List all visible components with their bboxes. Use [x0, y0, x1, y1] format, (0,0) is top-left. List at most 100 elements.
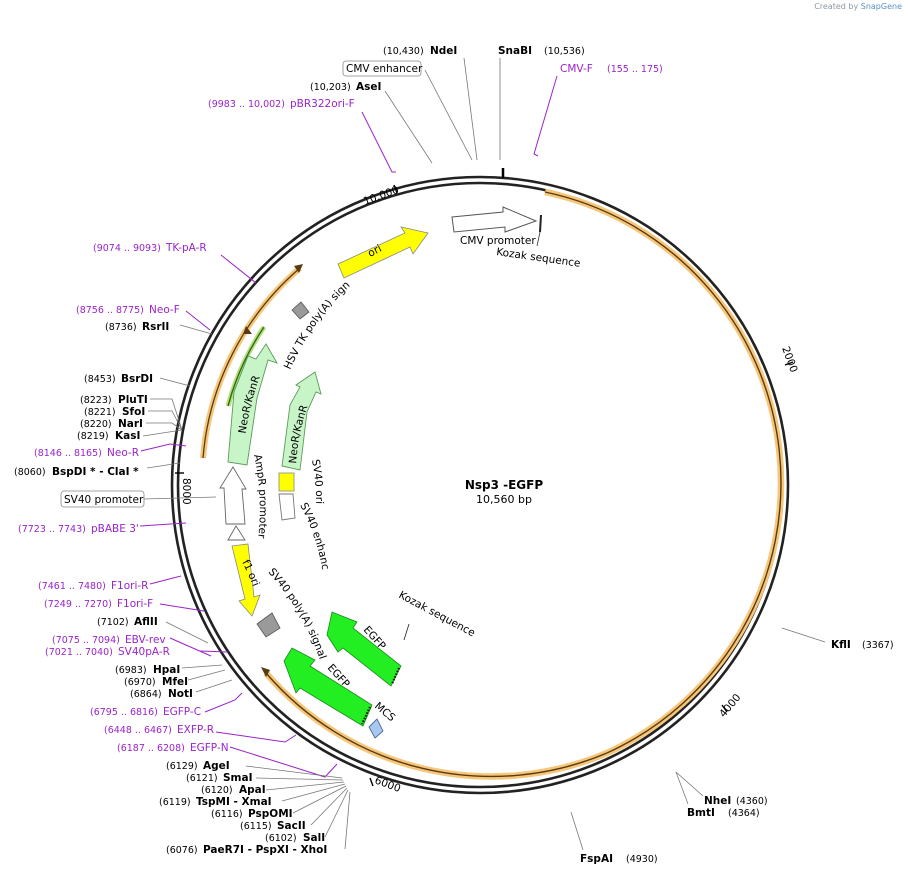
sacii-pos: (6115): [240, 821, 272, 832]
hpai-pos: (6983): [115, 665, 147, 676]
fspai-pos: (4930): [626, 854, 658, 865]
sv40-ori-box[interactable]: [278, 472, 295, 492]
hpai-name: HpaI: [153, 664, 180, 676]
sv40-polya-box[interactable]: [256, 612, 281, 638]
ampr-promoter-arrow[interactable]: [219, 466, 247, 525]
egfpc-leader: [204, 692, 243, 713]
rsrii-leader: [179, 324, 213, 335]
bmti-pos: (4364): [728, 808, 760, 819]
nhei-name: NheI: [704, 795, 731, 807]
apai-pos: (6120): [201, 785, 233, 796]
egfp-lower-arrow[interactable]: [283, 647, 373, 727]
f1orif-leader: [159, 603, 205, 612]
smai-name: SmaI: [223, 772, 253, 784]
sv40-enhancer-box[interactable]: [278, 493, 296, 521]
f1-ori-arrow[interactable]: [231, 543, 261, 617]
neor-kanr-inner-arrow[interactable]: [281, 371, 322, 471]
ori-arrow[interactable]: [337, 226, 429, 279]
neor-pos: (8146 .. 8165): [34, 448, 102, 459]
hsv-tk-polya-box[interactable]: [291, 301, 310, 320]
pbr322-pos: (9983 .. 10,002): [208, 99, 285, 110]
mcs-site-leaders: [245, 765, 351, 850]
smai-pos: (6121): [186, 773, 218, 784]
kasi-pos: (8219): [77, 431, 109, 442]
f1orir-leader: [149, 575, 182, 585]
tick-label-2000: 2000: [779, 345, 799, 374]
cmv-f-leader: [533, 75, 558, 157]
bsrdi-pos: (8453): [84, 374, 116, 385]
kasi-group-leaders: [142, 398, 183, 437]
orf-arc-right-core: [544, 191, 782, 754]
kfli-pos: (3367): [862, 640, 894, 651]
cmv-f-name: CMV-F: [560, 63, 593, 75]
mcs-box[interactable]: [368, 718, 384, 739]
orf-arc-left-arrow2: [243, 326, 252, 334]
orf-arc-bottom-arrow: [261, 667, 270, 677]
kozak-marker-mid: [403, 623, 410, 641]
ndei-name: NdeI: [430, 45, 457, 57]
kfli-leader: [781, 627, 826, 643]
sv40par-leader: [199, 650, 229, 653]
ampr-small-arrow[interactable]: [227, 525, 246, 541]
fspai-leader: [570, 811, 584, 851]
tick-marks: [175, 184, 794, 787]
cmv-enhancer-box[interactable]: [342, 60, 422, 77]
agei-pos: (6129): [166, 761, 198, 772]
credit-prefix: Created by: [814, 2, 859, 11]
egfpc-name: EGFP-C: [163, 706, 201, 718]
f1orif-pos: (7249 .. 7270): [44, 599, 112, 610]
rsrii-pos: (8736): [105, 322, 137, 333]
sacii-name: SacII: [277, 820, 306, 832]
nari-name: NarI: [118, 418, 143, 430]
sv40-ori-label: SV40 ori: [309, 458, 325, 504]
tick-label-8000: 8000: [180, 478, 192, 505]
nari-pos: (8220): [80, 419, 112, 430]
pspomi-pos: (6116): [211, 809, 243, 820]
snapgene-credit: Created by SnapGene: [814, 2, 902, 11]
cmv-promoter-arrow[interactable]: [451, 206, 538, 233]
asei-leader: [384, 90, 433, 164]
f1orif-name: F1ori-F: [117, 598, 153, 610]
egfp-lower-dots: [361, 706, 371, 725]
ebv-pos: (7075 .. 7094): [52, 635, 120, 646]
cmv-enhancer-label: CMV enhancer: [346, 63, 423, 75]
snabi-pos: (10,536): [544, 46, 585, 57]
ebv-leader: [169, 637, 212, 657]
sfoi-name: SfoI: [122, 406, 145, 418]
nhei-pos: (4360): [736, 796, 768, 807]
plutI-pos: (8223): [80, 395, 112, 406]
neor-orf-arc-core: [227, 326, 265, 407]
ebv-name: EBV-rev: [125, 634, 166, 646]
sv40-promoter-leader: [143, 496, 217, 500]
orf-arc-right: [544, 188, 785, 756]
bspdi-name: BspDI * - ClaI *: [52, 466, 139, 478]
bsrdi-name: BsrDI: [121, 373, 153, 385]
neor-kanr-outer-arrow[interactable]: [227, 343, 278, 466]
aflii-name: AflII: [134, 616, 158, 628]
pbabe-pos: (7723 .. 7743): [18, 524, 86, 535]
fspai-name: FspAI: [580, 853, 613, 865]
tick-label-4000: 4000: [717, 692, 743, 720]
sfoi-pos: (8221): [84, 407, 116, 418]
noti-name: NotI: [168, 688, 193, 700]
bspdi-pos: (8060): [14, 467, 46, 478]
ampr-promoter-label: AmpR promoter: [251, 453, 269, 539]
sv40-promoter-label: SV40 promoter: [64, 494, 144, 506]
egfp-upper-arrow[interactable]: [326, 611, 402, 687]
neor-name: Neo-R: [107, 447, 139, 459]
f1orir-pos: (7461 .. 7480): [38, 581, 106, 592]
ori-label: ori: [366, 243, 384, 260]
orf-arc-bottom-core: [265, 672, 608, 778]
asei-name: AseI: [356, 81, 381, 93]
rsrii-name: RsrII: [142, 321, 169, 333]
asei-pos: (10,203): [310, 82, 351, 93]
tkpa-name: TK-pA-R: [165, 242, 207, 254]
plasmid-name: Nsp3 -EGFP: [465, 478, 544, 492]
pspomi-name: PspOMI: [248, 808, 293, 820]
exfpr-leader: [215, 731, 297, 743]
tkpa-leader: [220, 254, 257, 284]
aflii-leader: [165, 621, 209, 644]
sali-name: SalI: [303, 832, 325, 844]
neof-pos: (8756 .. 8775): [76, 305, 144, 316]
